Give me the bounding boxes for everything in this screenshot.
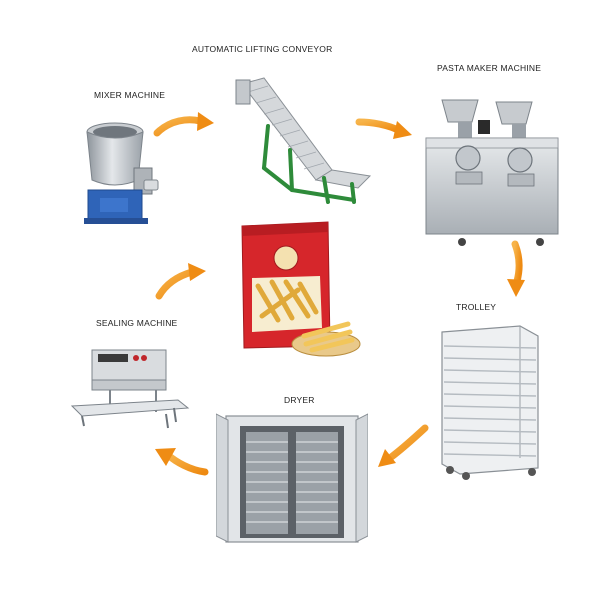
label-sealing-machine: SEALING MACHINE [96, 318, 178, 328]
arrow-mixer-to-conveyor [153, 112, 214, 137]
label-mixer-machine: MIXER MACHINE [94, 90, 166, 100]
trolley-image [441, 325, 539, 480]
pasta-maker-machine-image [425, 99, 559, 246]
dryer-image [216, 413, 368, 543]
sealing-machine-image [70, 349, 190, 429]
label-trolley: TROLLEY [456, 302, 497, 312]
arrow-pasta-maker-to-trolley [507, 240, 525, 297]
arrow-dryer-to-sealing [155, 448, 209, 476]
label-pasta-maker-machine: PASTA MAKER MACHINE [437, 63, 542, 73]
arrow-conveyor-to-pasta-maker [355, 118, 412, 139]
lifting-conveyor-image [235, 77, 372, 204]
pasta-package-image [241, 221, 361, 357]
arrow-sealing-to-package [155, 263, 206, 300]
label-dryer: DRYER [284, 395, 315, 405]
arrow-trolley-to-dryer [378, 424, 429, 467]
label-automatic-lifting-conveyor: AUTOMATIC LIFTING CONVEYOR [192, 44, 333, 54]
mixer-machine-image [84, 122, 159, 224]
